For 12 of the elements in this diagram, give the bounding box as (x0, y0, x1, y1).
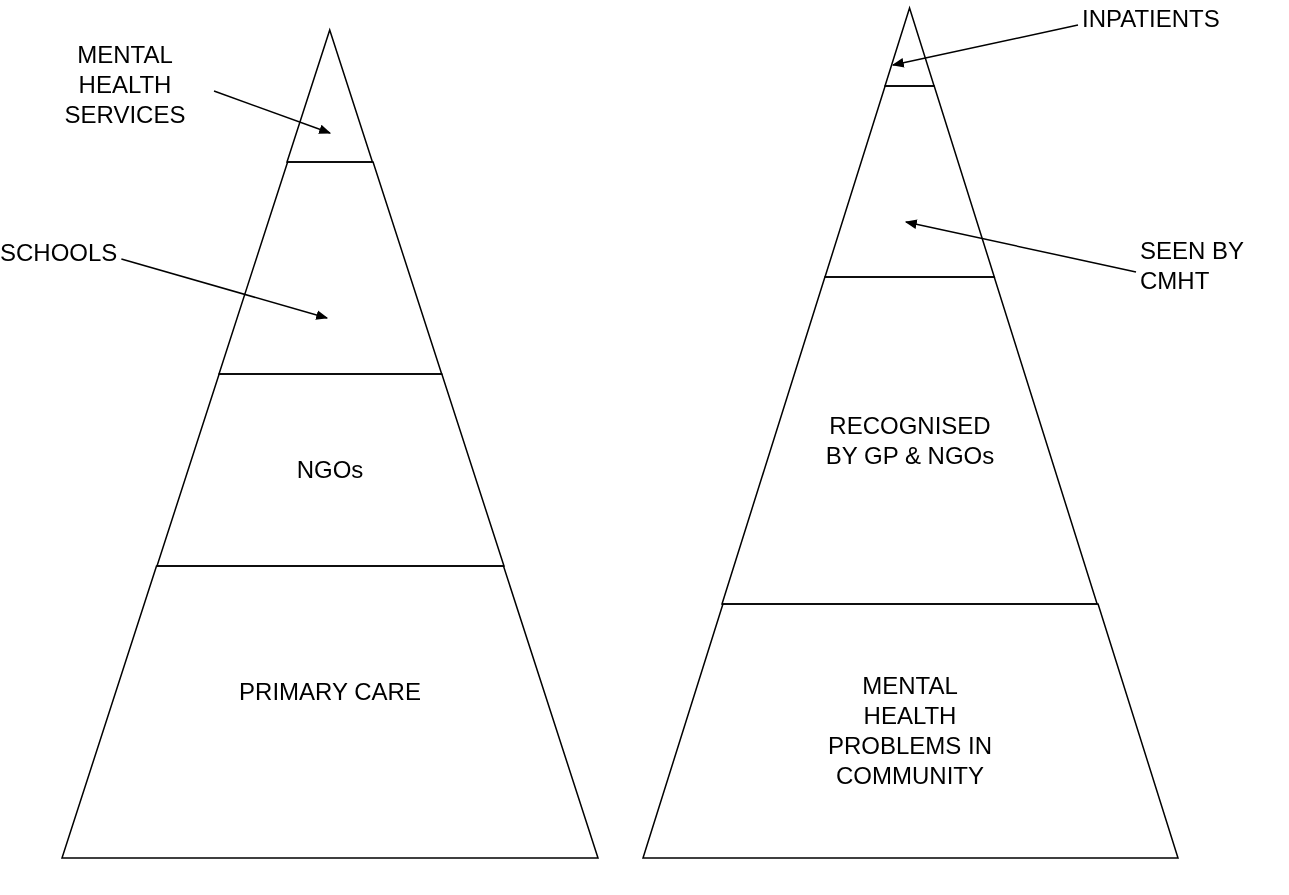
leader-arrow (213, 90, 332, 134)
callout-label: MENTAL HEALTH SERVICES (40, 40, 210, 130)
callout-label: SEEN BY CMHT (1140, 236, 1280, 296)
tier-label: RECOGNISED BY GP & NGOs (824, 410, 996, 471)
leader-arrow (120, 258, 329, 320)
callout-label: INPATIENTS (1082, 4, 1220, 34)
callout-label: SCHOOLS (0, 238, 118, 268)
leader-arrow (904, 219, 1137, 273)
tier-label: MENTAL HEALTH PROBLEMS IN COMMUNITY (827, 671, 993, 791)
tier-label: PRIMARY CARE (239, 677, 421, 707)
leader-arrow (891, 24, 1079, 68)
tier-label: NGOs (296, 455, 364, 485)
